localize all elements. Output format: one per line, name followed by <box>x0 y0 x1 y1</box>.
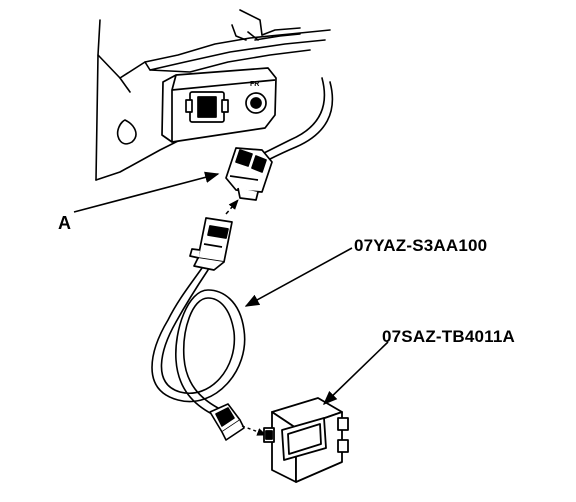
callout-module-part-number: 07SAZ-TB4011A <box>382 327 515 346</box>
vehicle-side-wire <box>261 77 334 161</box>
svg-text:FR: FR <box>250 81 259 88</box>
control-module <box>263 397 349 483</box>
module-plug <box>209 403 245 441</box>
callout-a-label: A <box>58 213 72 233</box>
harness-connector <box>189 217 233 271</box>
callout-harness-part-number: 07YAZ-S3AA100 <box>354 236 488 255</box>
mounting-bracket: FR <box>161 67 277 143</box>
leader-line-module <box>322 341 389 406</box>
vehicle-body-panel <box>95 9 331 181</box>
connector-a <box>225 147 273 201</box>
mating-arrow <box>225 199 239 215</box>
leader-line-harness <box>244 247 353 307</box>
leader-line-a <box>73 171 220 213</box>
harness-cable <box>151 267 246 415</box>
